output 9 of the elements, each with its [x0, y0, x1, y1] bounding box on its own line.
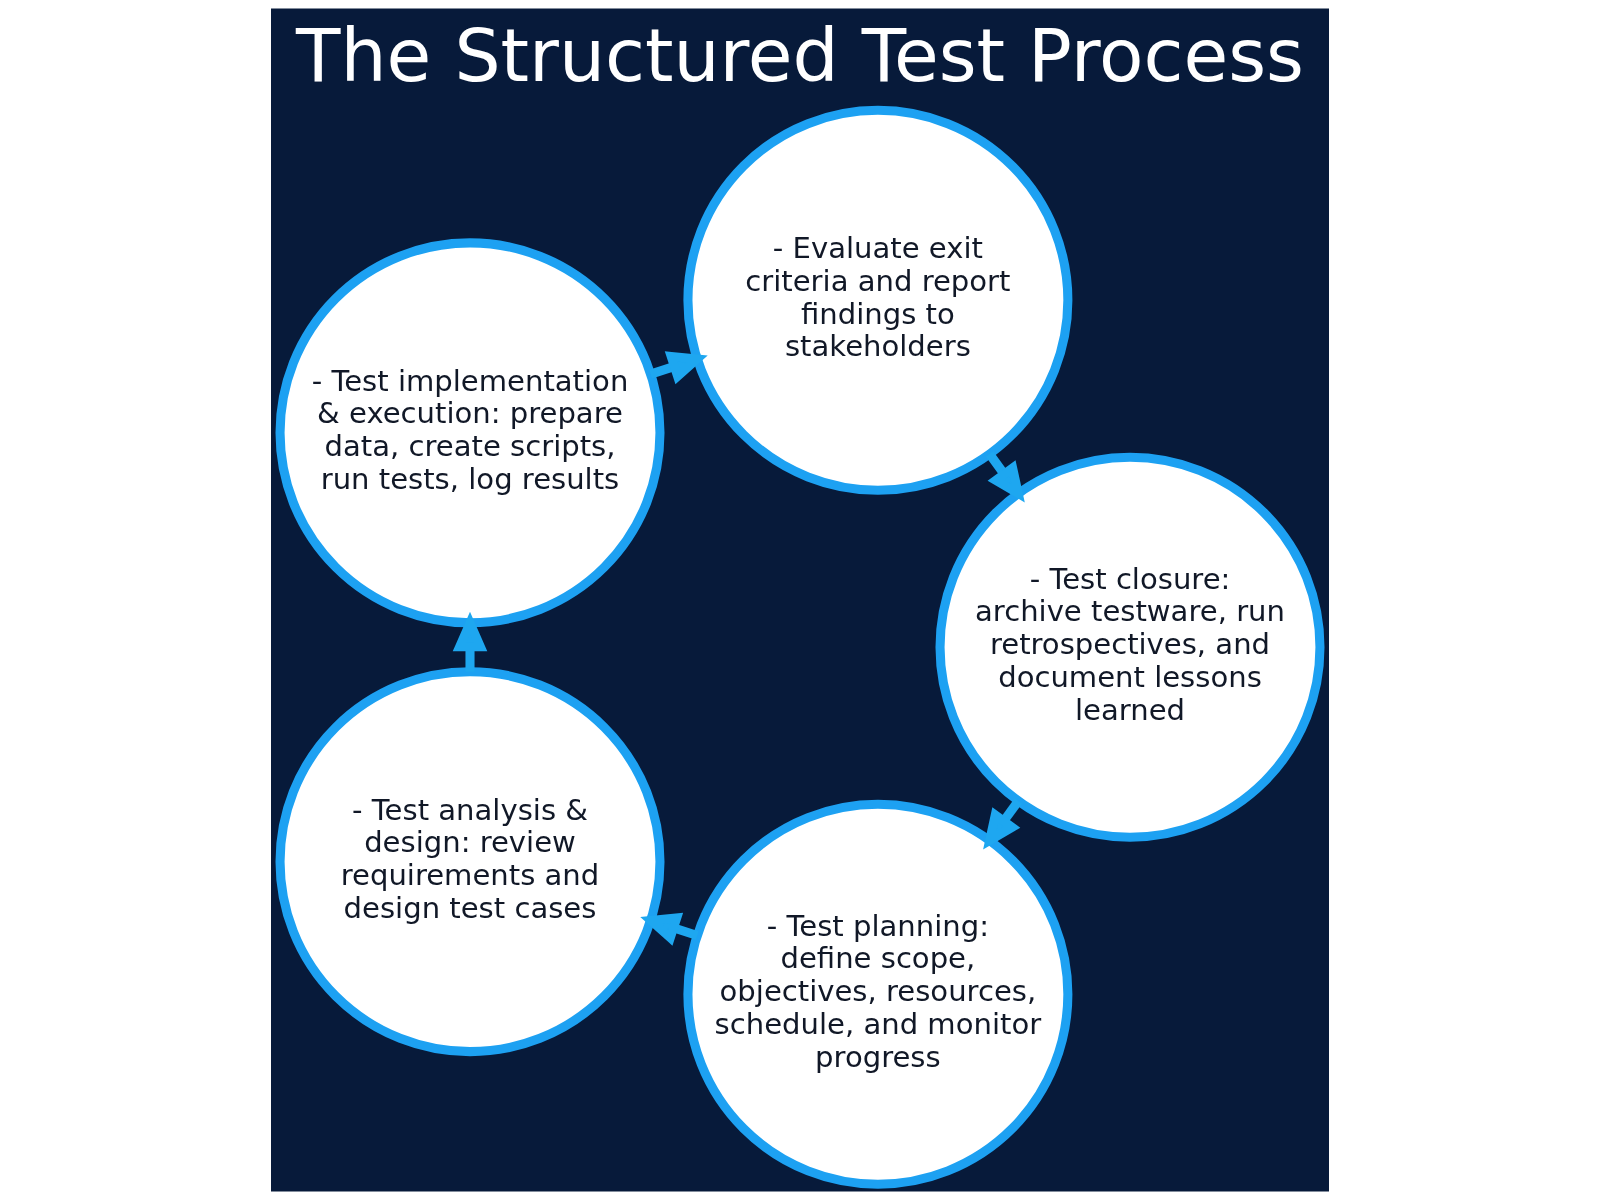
arrow: [640, 912, 699, 946]
arrow: [985, 451, 1025, 503]
node-circle: - Test implementation & execution: prepare data, create scripts, run tests, log results: [275, 238, 665, 628]
node-circle: - Test analysis & design: review requirements and design test cases: [275, 667, 665, 1057]
diagram-title: The Structured Test Process: [296, 14, 1304, 99]
arrow: [452, 611, 488, 672]
arrow: [983, 798, 1022, 850]
arrow: [649, 351, 708, 385]
node-circle: - Evaluate exit criteria and report findings to stakeholders: [683, 105, 1073, 495]
